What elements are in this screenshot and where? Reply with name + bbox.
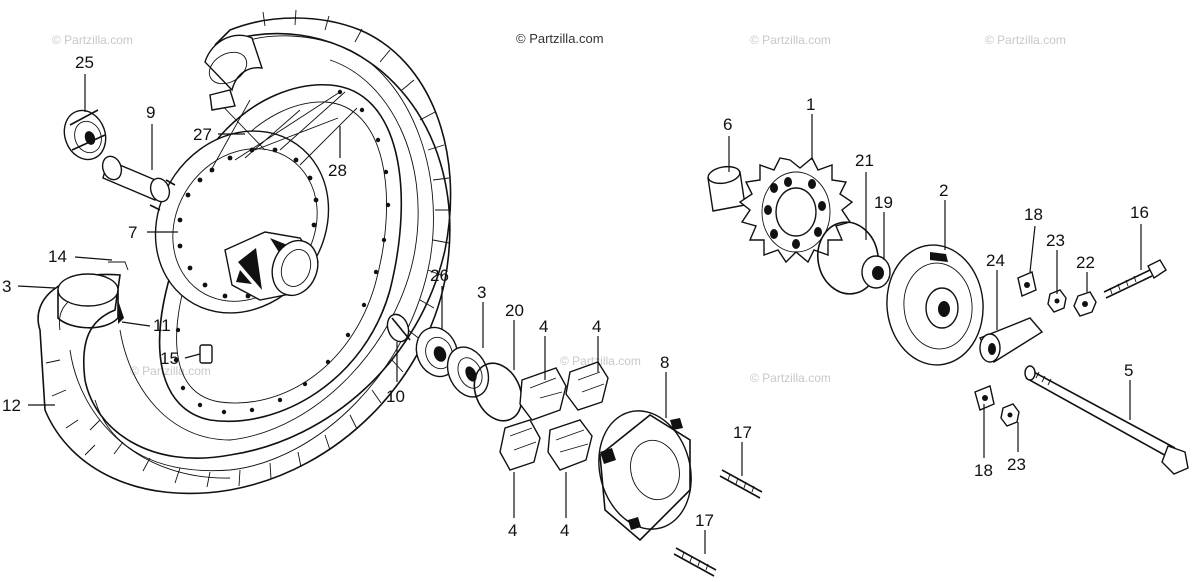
callout-17-lower: 17 bbox=[695, 511, 714, 530]
callout-7: 7 bbox=[128, 223, 137, 242]
callout-26: 26 bbox=[430, 266, 449, 285]
part-17-studs bbox=[673, 469, 763, 577]
part-25-bearing bbox=[63, 109, 107, 161]
rim-spoke-holes bbox=[173, 89, 391, 415]
part-5-axle bbox=[1024, 365, 1189, 475]
callout-21: 21 bbox=[855, 151, 874, 170]
callout-24: 24 bbox=[986, 251, 1005, 270]
callout-numbers: 25 9 27 28 7 14 3 11 15 12 26 3 10 20 4 … bbox=[2, 53, 1149, 540]
watermark-top-left: © Partzilla.com bbox=[52, 33, 133, 47]
callout-5: 5 bbox=[1124, 361, 1133, 380]
callout-2: 2 bbox=[939, 181, 948, 200]
watermark-middle-right: © Partzilla.com bbox=[750, 371, 831, 385]
callout-16: 16 bbox=[1130, 203, 1149, 222]
callout-6: 6 bbox=[723, 115, 732, 134]
watermark-top-right: © Partzilla.com bbox=[985, 33, 1066, 47]
callout-12: 12 bbox=[2, 396, 21, 415]
callout-3-right: 3 bbox=[477, 283, 486, 302]
tire-tread bbox=[45, 9, 451, 488]
callout-8: 8 bbox=[660, 353, 669, 372]
callout-10: 10 bbox=[386, 387, 405, 406]
callout-25: 25 bbox=[75, 53, 94, 72]
callout-23-upper: 23 bbox=[1046, 231, 1065, 250]
part-18-washers bbox=[974, 271, 1037, 411]
callout-3-left: 3 bbox=[2, 277, 11, 296]
spokes bbox=[209, 91, 358, 173]
callout-18-lower: 18 bbox=[974, 461, 993, 480]
callout-4-top-left: 4 bbox=[539, 317, 548, 336]
callout-27: 27 bbox=[193, 125, 212, 144]
part-9-distance-collar bbox=[101, 155, 176, 211]
watermark-top-center-right: © Partzilla.com bbox=[750, 33, 831, 47]
watermark-middle: © Partzilla.com bbox=[560, 354, 641, 368]
part-1-sprocket bbox=[738, 156, 854, 264]
leader-lines bbox=[17, 74, 1142, 554]
part-21-o-ring bbox=[817, 221, 879, 295]
callout-14: 14 bbox=[48, 247, 67, 266]
callout-17-upper: 17 bbox=[733, 423, 752, 442]
callout-28: 28 bbox=[328, 161, 347, 180]
callout-4-bottom-left: 4 bbox=[508, 521, 517, 540]
part-15-valve-cap bbox=[199, 344, 213, 364]
wheel-assembly bbox=[37, 9, 452, 495]
callout-23-lower: 23 bbox=[1007, 455, 1026, 474]
part-22-nut bbox=[1073, 291, 1097, 317]
callout-9: 9 bbox=[146, 103, 155, 122]
callout-20: 20 bbox=[505, 301, 524, 320]
part-8-driven-flange bbox=[598, 410, 692, 542]
callout-22: 22 bbox=[1076, 253, 1095, 272]
part-6-collar bbox=[707, 165, 746, 212]
part-16-bolt bbox=[1103, 259, 1167, 299]
callout-1: 1 bbox=[806, 95, 815, 114]
part-14-valve bbox=[108, 261, 129, 271]
callout-4-top-right: 4 bbox=[592, 317, 601, 336]
watermark-left: © Partzilla.com bbox=[130, 364, 211, 378]
part-2-side-plate bbox=[886, 244, 984, 366]
callout-11: 11 bbox=[153, 316, 171, 335]
part-23-nuts bbox=[1000, 289, 1067, 427]
part-20-o-ring bbox=[473, 362, 523, 422]
part-4-dampers bbox=[499, 361, 609, 471]
callout-18-upper: 18 bbox=[1024, 205, 1043, 224]
callout-4-bottom-right: 4 bbox=[560, 521, 569, 540]
part-24-chain-adjuster bbox=[978, 317, 1044, 363]
watermark-main: © Partzilla.com bbox=[516, 31, 604, 46]
callout-19: 19 bbox=[874, 193, 893, 212]
callout-15: 15 bbox=[160, 349, 179, 368]
part-3-oil-seal-right bbox=[446, 346, 490, 398]
part-19-collar bbox=[861, 255, 891, 289]
part-10-collar bbox=[386, 313, 411, 343]
